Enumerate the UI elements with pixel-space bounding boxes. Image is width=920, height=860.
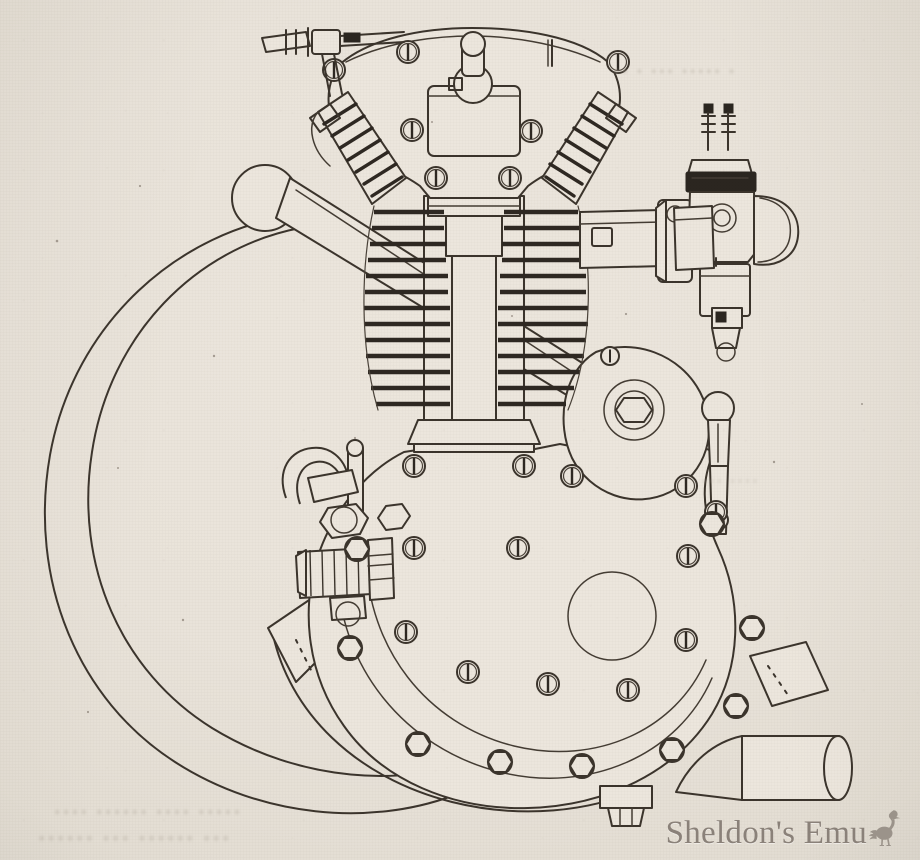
valve-stem-adjuster xyxy=(261,27,405,97)
timing-cover xyxy=(562,346,711,501)
drain-plug xyxy=(599,785,653,827)
left-valve-spring xyxy=(309,91,407,205)
scan-speckles xyxy=(55,121,863,714)
flywheel-outer-rim xyxy=(43,214,453,815)
oil-pump xyxy=(281,439,411,627)
valve-cap xyxy=(448,31,493,104)
right-valve-spring xyxy=(541,91,637,205)
crankcase-inspection-cover xyxy=(567,571,657,661)
exhaust-stub xyxy=(675,641,853,801)
cylinder-fins xyxy=(363,205,589,411)
flywheel-inner-rim xyxy=(87,227,483,777)
carburettor xyxy=(673,205,715,271)
